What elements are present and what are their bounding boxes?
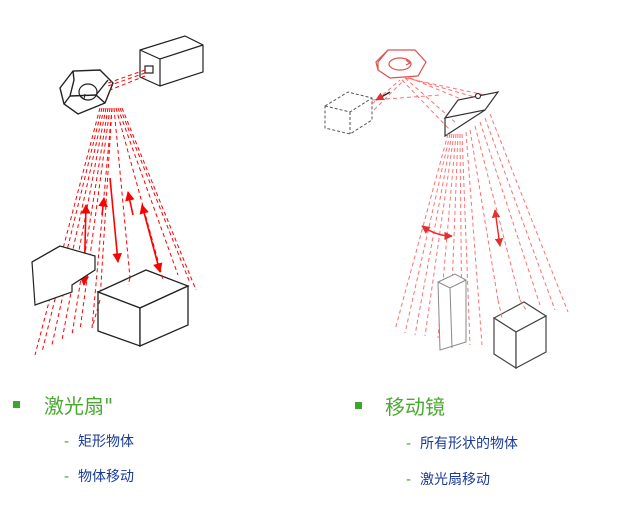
dash-right-2: -: [406, 472, 412, 488]
moving-mirror: [443, 91, 500, 138]
mirror-motion-arrows: [421, 209, 504, 247]
arbitrary-shape-object: [437, 273, 467, 351]
bullet-left: [13, 401, 20, 408]
left-item-object-moves: 物体移动: [78, 469, 134, 485]
dash-left-1: -: [64, 434, 70, 450]
laser-fan-beams: [34, 107, 197, 356]
input-arrow: [375, 91, 391, 101]
box-object-right: [492, 301, 548, 370]
right-illustration: [324, 49, 569, 370]
rotating-scanner-hexagon: [59, 69, 114, 115]
laser-source-box-ghost: [324, 91, 373, 135]
beam-overlay-right: [497, 299, 527, 319]
dash-right-1: -: [406, 436, 412, 452]
left-heading: 激光扇": [44, 394, 114, 418]
reflected-laser-fan: [394, 113, 569, 346]
bullet-right: [355, 402, 362, 409]
laser-source-box: [139, 35, 204, 87]
right-heading: 移动镜: [385, 395, 445, 419]
left-illustration: [31, 35, 204, 356]
dash-left-2: -: [64, 469, 70, 485]
beam-overlay: [91, 267, 164, 329]
rotating-scanner-hexagon-right: [375, 49, 427, 79]
rectangular-object-front: [96, 269, 190, 347]
scanner-beams: [371, 77, 486, 131]
rectangular-object-back: [31, 245, 96, 306]
right-item-fan-moves: 激光扇移动: [420, 472, 490, 488]
right-item-all-shapes: 所有形状的物体: [420, 436, 518, 452]
source-beam: [107, 69, 146, 91]
left-item-rectangular-objects: 矩形物体: [78, 434, 134, 450]
